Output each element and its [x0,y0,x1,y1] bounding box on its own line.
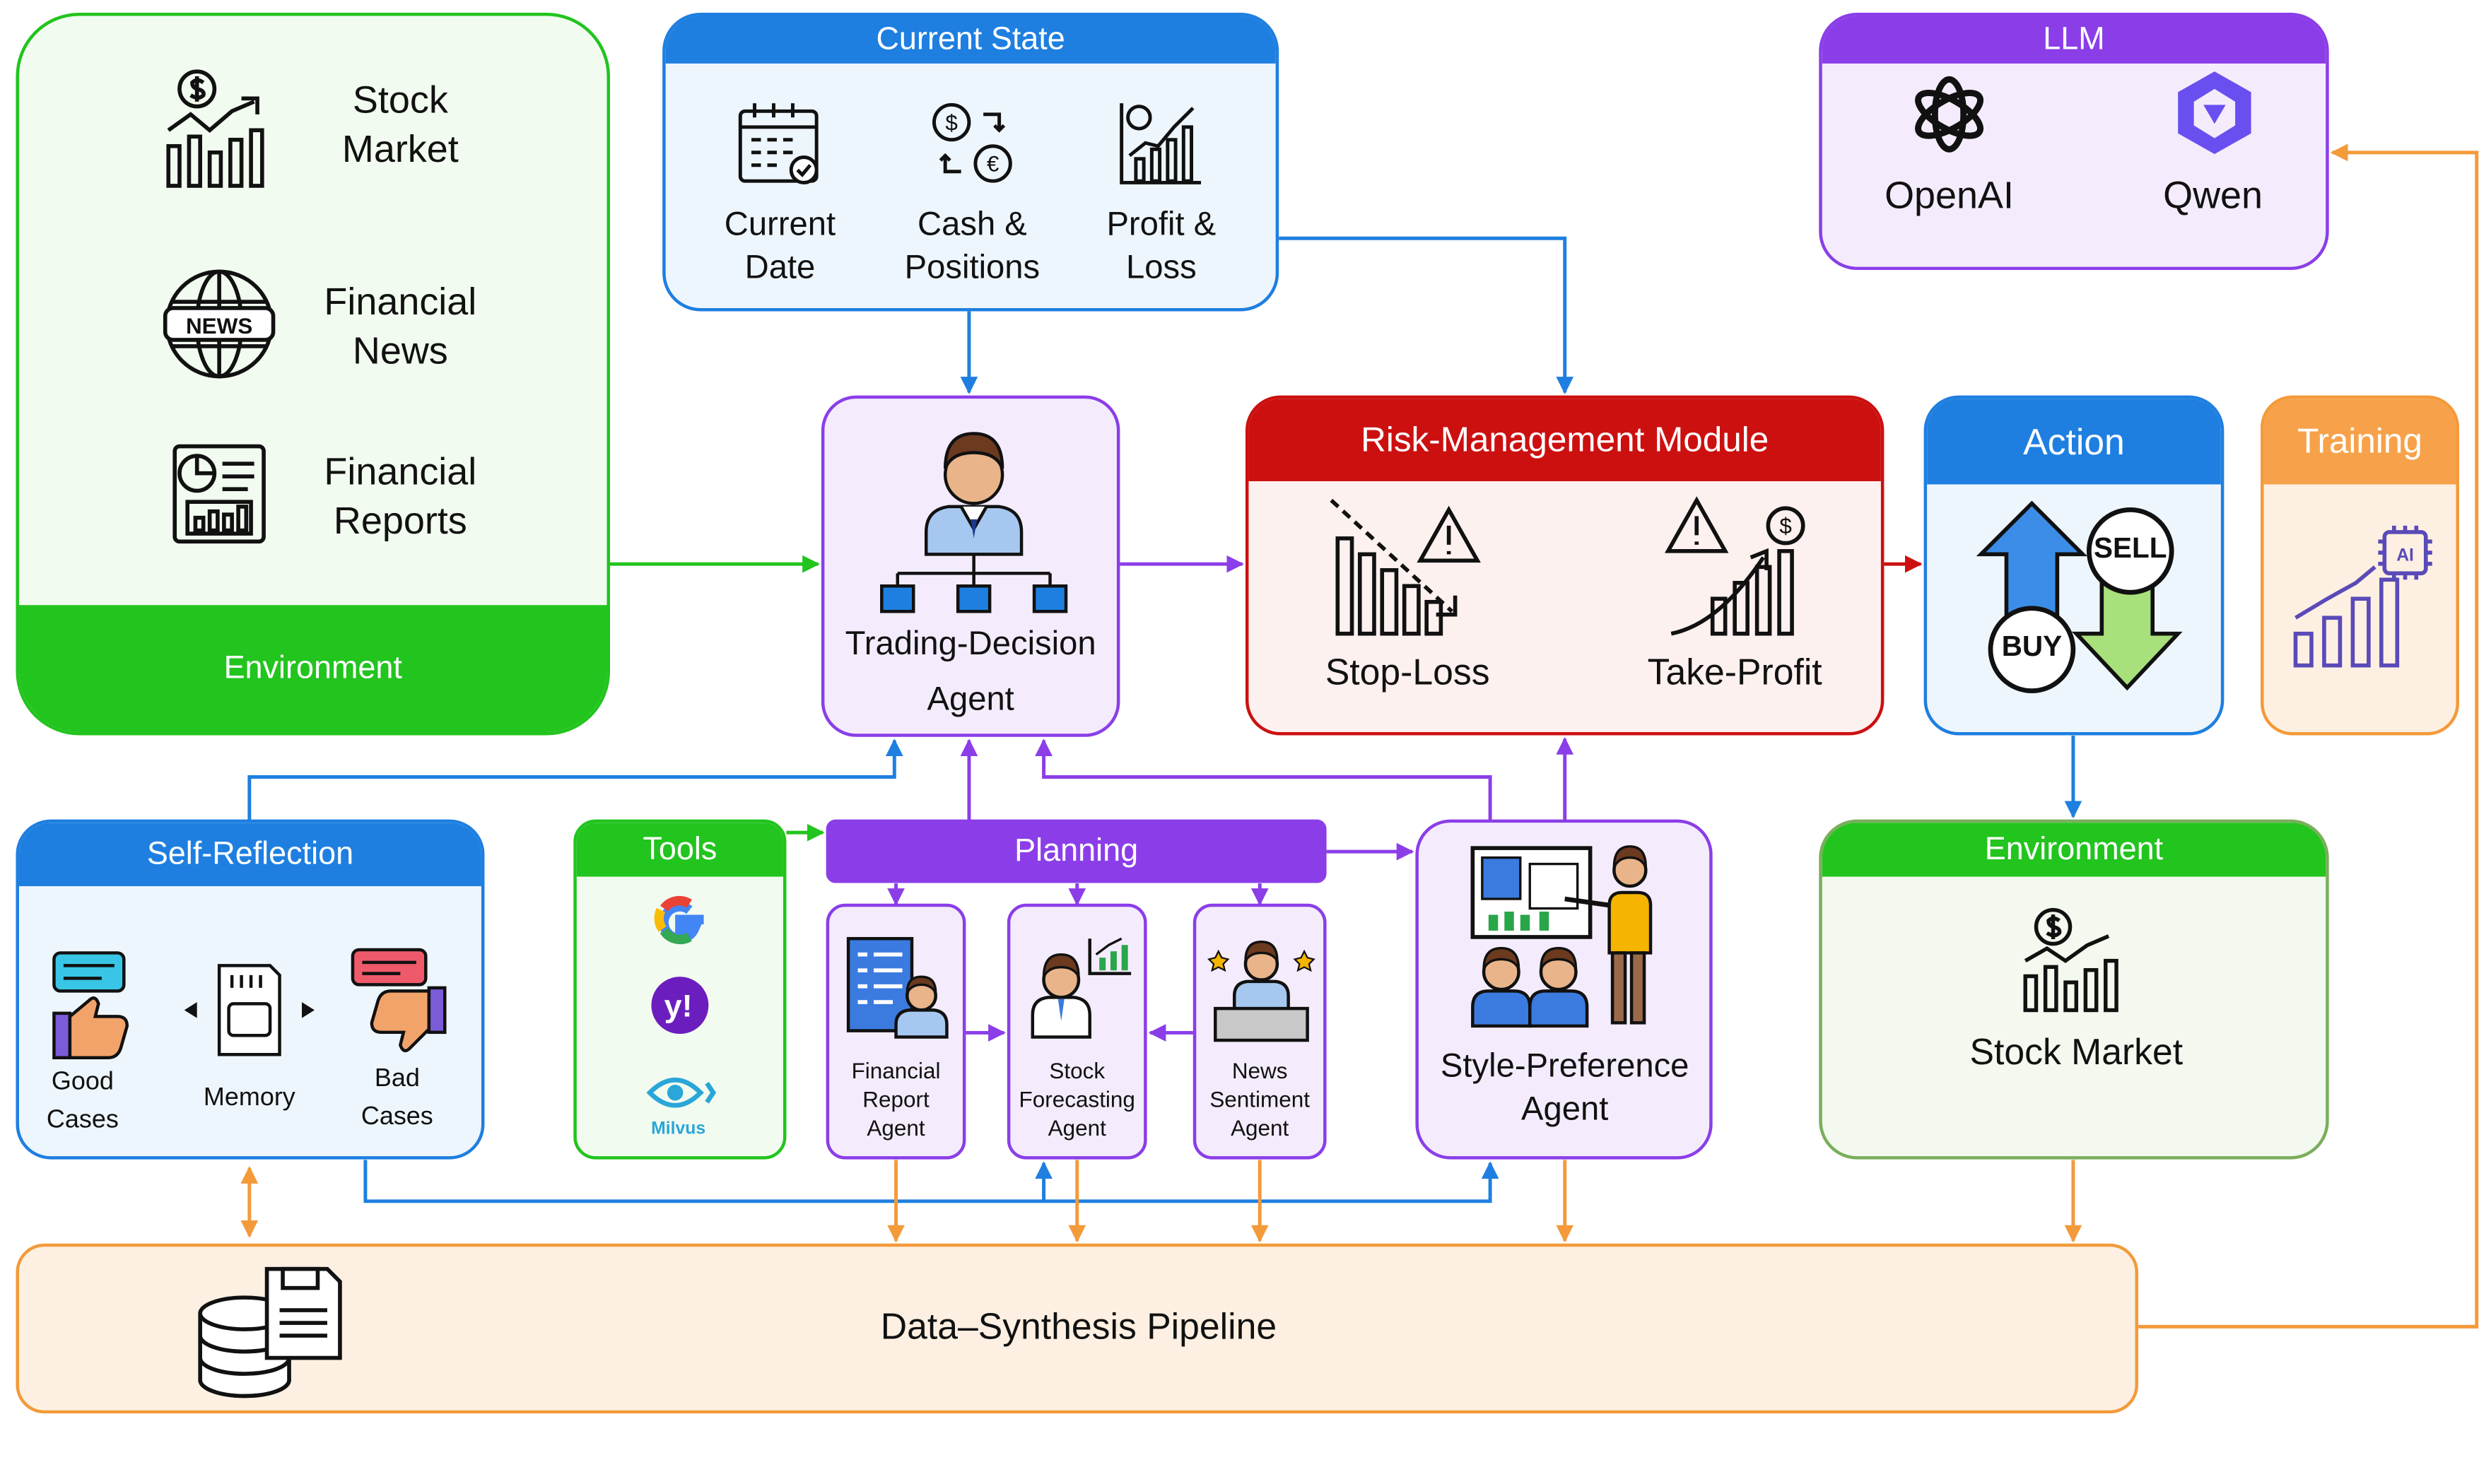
profit-chart-icon [1120,103,1202,184]
training-header: Training [2263,399,2456,485]
current-state-header: Current State [665,16,1276,64]
financial-report-agent: Financial Report Agent [826,903,966,1160]
data-synthesis-pipeline: Data–Synthesis Pipeline [16,1243,2139,1414]
bad-cases-label: Bad Cases [361,1066,433,1131]
cash-positions-label: Cash & Positions [904,206,1041,287]
current-date-label: Current Date [724,206,836,287]
yahoo-logo-icon: y! [651,977,709,1035]
svg-text:€: € [987,152,1000,177]
stock-market-label: Stock Market [341,79,459,172]
action-panel: Action BUY SELL [1923,395,2225,736]
memory-card-icon [184,964,315,1056]
tools-panel: Tools y! Milvus [573,819,787,1160]
tools-header: Tools [576,823,783,877]
milvus-label: Milvus [651,1119,706,1139]
news-globe-icon: NEWS [163,269,276,379]
stop-loss-label: Stop-Loss [1325,651,1490,693]
trading-agent-label: Trading-Decision Agent [845,625,1096,718]
environment-bottom-header: Environment [1822,823,2326,877]
stock-forecasting-agent-label: Stock Forecasting Agent [1019,1057,1135,1141]
action-header: Action [1927,399,2221,485]
tools-title: Tools [643,831,717,866]
buy-sell-icon [1976,500,2183,693]
news-sentiment-agent: News Sentiment Agent [1192,903,1327,1160]
trading-decision-agent: Trading-Decision Agent [821,395,1120,737]
planning-title-wrap: Planning [829,823,1323,880]
qwen-label: Qwen [2163,175,2263,218]
stock-chart-icon [166,69,264,188]
current-state-panel: Current State $ € Current Date [662,12,1279,312]
sell-label: SELL [2094,531,2167,564]
environment-bottom-panel: Environment Stock Market [1819,819,2329,1160]
planning-title: Planning [1014,832,1139,868]
take-profit-label: Take-Profit [1647,651,1822,693]
risk-title: Risk-Management Module [1361,419,1769,459]
forecaster-icon [1031,937,1132,1039]
presenter-icon [1470,845,1653,1028]
news-sentiment-agent-label: News Sentiment Agent [1209,1057,1311,1141]
memory-label: Memory [203,1084,295,1112]
svg-text:y!: y! [664,987,693,1023]
news-anchor-icon [1207,941,1315,1042]
report-document-icon [172,444,266,544]
stock-forecasting-agent: Stock Forecasting Agent [1007,903,1147,1160]
good-cases-label: Good Cases [46,1068,119,1134]
risk-header: Risk-Management Module [1248,399,1881,481]
pipeline-title: Data–Synthesis Pipeline [880,1305,1277,1347]
qwen-logo-icon [2178,71,2251,154]
planning-header: Planning [826,819,1327,883]
llm-panel: LLM OpenAI Qwen [1819,12,2329,271]
manager-hierarchy-icon [880,432,1068,613]
llm-title: LLM [2043,21,2105,57]
financial-reports-label: Financial Reports [324,451,477,544]
openai-label: OpenAI [1885,175,2015,218]
rising-bars-icon: $ [1665,496,1805,636]
svg-text:$: $ [1779,514,1792,538]
svg-text:$: $ [945,110,958,135]
financial-news-label: Financial News [324,281,477,374]
currency-exchange-icon: $ € [932,102,1012,183]
action-title: Action [2023,420,2125,461]
google-logo-icon [654,895,704,945]
profit-loss-label: Profit & Loss [1106,206,1217,287]
buy-label: BUY [2001,630,2063,663]
svg-text:NEWS: NEWS [186,314,252,338]
llm-header: LLM [1822,16,2326,64]
training-panel: Training AI [2261,395,2459,736]
svg-text:AI: AI [2396,546,2414,565]
self-reflection-panel: Self-Reflection Good Cases Memory Bad Ca… [16,819,485,1160]
environment-bottom-title: Environment [1984,831,2164,866]
openai-logo-icon [1915,76,1984,153]
environment-header: Environment [18,605,607,733]
calendar-icon [738,103,819,184]
environment-title: Environment [223,650,402,685]
milvus-logo-icon [646,1077,717,1108]
declining-bars-icon [1330,498,1481,636]
thumbs-down-icon [351,948,447,1053]
database-icon [198,1266,342,1398]
style-preference-agent-label: Style-Preference Agent [1440,1048,1689,1129]
stock-chart-icon-bottom [2023,907,2118,1013]
current-state-title: Current State [876,21,1065,57]
training-title: Training [2297,420,2422,461]
style-preference-agent: Style-Preference Agent [1415,819,1713,1160]
self-reflection-header: Self-Reflection [18,823,481,887]
thumbs-up-icon [52,951,129,1060]
stock-market-bottom-label: Stock Market [1969,1030,2184,1072]
risk-management-module: Risk-Management Module $ Stop-Loss Take-… [1245,395,1885,736]
report-analyst-icon [846,936,949,1039]
ai-growth-chart-icon: AI [2293,525,2432,668]
self-reflection-title: Self-Reflection [146,836,354,871]
environment-panel: Environment Stock Market NEWS Finan [16,12,611,736]
financial-report-agent-label: Financial Report Agent [851,1057,941,1141]
